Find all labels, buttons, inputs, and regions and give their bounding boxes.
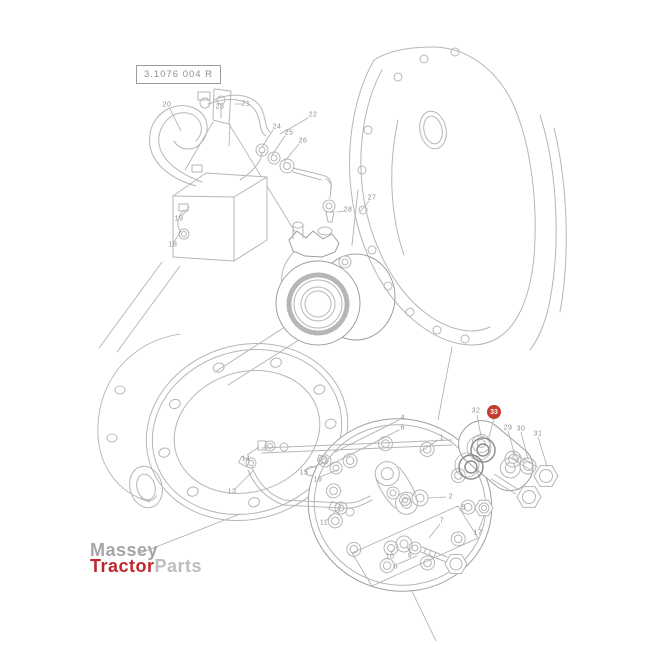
brand-logo: Massey TractorParts — [90, 540, 203, 576]
part-label-13: 13 — [227, 488, 237, 496]
part-label-2: 2 — [448, 493, 454, 501]
leader-lines — [169, 103, 548, 565]
projection-lines — [98, 121, 453, 642]
part-label-26: 26 — [298, 137, 308, 145]
part-label-32: 32 — [471, 407, 481, 415]
part-label-25: 25 — [284, 129, 294, 137]
part-label-28: 28 — [343, 206, 353, 214]
part-label-29: 29 — [503, 424, 513, 432]
part-label-23: 23 — [215, 103, 225, 111]
part-label-11: 11 — [319, 519, 329, 527]
part-label-31: 31 — [533, 430, 543, 438]
logo-word-parts: Parts — [154, 556, 203, 576]
housing-drawing — [349, 46, 567, 351]
part-label-17: 17 — [473, 529, 483, 537]
part-label-6: 6 — [400, 424, 406, 432]
logo-word-tractor: Tractor — [90, 556, 155, 576]
part-label-1: 1 — [439, 434, 445, 442]
part-label-15: 15 — [299, 469, 309, 477]
part-label-9: 9 — [407, 552, 413, 560]
panel-quad-drawing — [212, 88, 232, 125]
part-label-19: 19 — [174, 215, 184, 223]
part-label-24: 24 — [272, 123, 282, 131]
pump-drawing — [275, 221, 396, 346]
part-label-20: 20 — [162, 101, 172, 109]
part-label-10: 10 — [385, 553, 395, 561]
catalog-reference-box: 3.1076 004 R — [136, 65, 222, 84]
part-label-5: 5 — [461, 504, 467, 512]
part-label-8: 8 — [393, 563, 399, 571]
part-label-7: 7 — [439, 517, 445, 525]
part-label-22: 22 — [308, 111, 318, 119]
part-label-27: 27 — [367, 194, 377, 202]
part-label-21: 21 — [241, 100, 251, 108]
bolt-cluster-drawing — [351, 505, 479, 587]
logo-word-massey: Massey — [90, 540, 159, 560]
pipes-drawing — [238, 439, 453, 517]
part-label-4: 4 — [400, 414, 406, 422]
part-label-14: 14 — [241, 455, 251, 463]
bracket-assembly-drawing — [454, 420, 559, 517]
part-label-16: 16 — [313, 476, 323, 484]
reservoir-hoses-drawing — [149, 91, 359, 262]
cover-plate-drawing — [307, 418, 493, 592]
grommet-drawing — [129, 465, 163, 509]
part-label-30: 30 — [516, 425, 526, 433]
highlighted-part-badge[interactable]: 33 — [487, 405, 501, 419]
part-label-18: 18 — [168, 241, 178, 249]
